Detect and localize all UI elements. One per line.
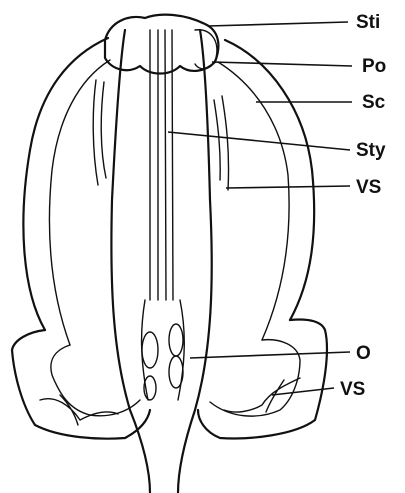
label-stigma: Sti (356, 12, 380, 33)
style-canal (142, 30, 185, 400)
ovule-cluster (142, 324, 183, 400)
leader-style (168, 132, 350, 150)
leader-vascular-lower (272, 388, 334, 395)
left-lobe (12, 330, 150, 439)
left-lobe-inner (51, 345, 140, 416)
label-pollen: Po (362, 56, 386, 77)
leader-pollen (212, 62, 352, 66)
label-vascular-lower: VS (340, 379, 365, 400)
inner-wall (49, 60, 289, 345)
outer-wall (23, 38, 314, 330)
label-stigma-cap: Sc (362, 92, 386, 113)
label-style: Sty (356, 140, 386, 161)
leader-vascular-upper (226, 186, 350, 188)
pollen-tube-right (214, 96, 229, 190)
right-lobe-inner (210, 340, 300, 416)
label-vascular-upper: VS (356, 177, 381, 198)
pollen-mass (195, 30, 217, 69)
style-column (111, 30, 211, 493)
leader-stigma (208, 22, 348, 26)
right-vascular-strand (224, 378, 300, 412)
pollen-tube-left (93, 80, 106, 185)
label-ovule: O (356, 343, 371, 364)
